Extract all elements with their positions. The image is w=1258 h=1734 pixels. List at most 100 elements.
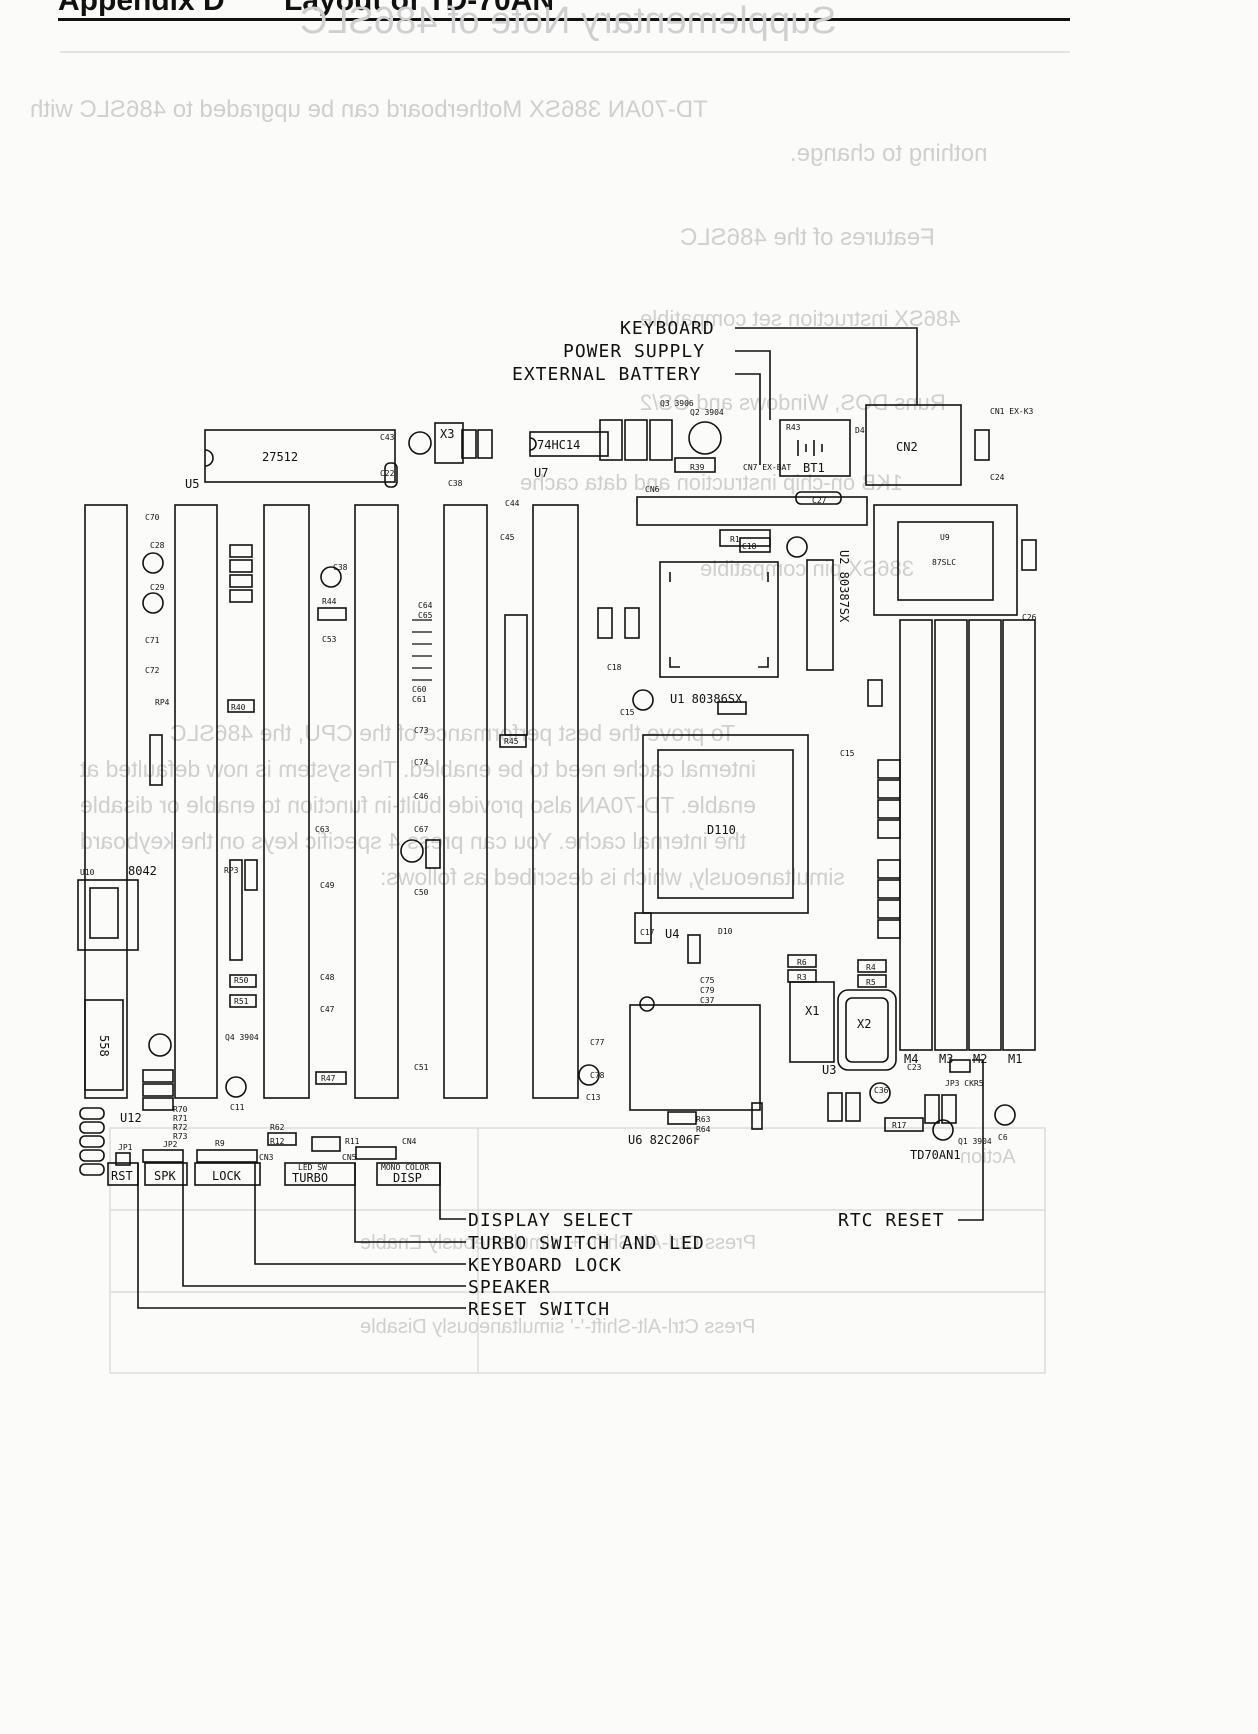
cn2-label: CN2 bbox=[896, 440, 918, 454]
page-title: Layout of TD-70AN bbox=[284, 0, 554, 17]
callout-keyboard: KEYBOARD bbox=[620, 318, 918, 405]
slot-3 bbox=[263, 504, 310, 1099]
chip-u9: U9 87SLC C26 C24 bbox=[873, 473, 1037, 622]
r70-label: R70 bbox=[173, 1105, 188, 1114]
u1-label: U1 80386SX bbox=[670, 692, 743, 706]
board-id: TD70AN1 bbox=[910, 1148, 961, 1162]
u9-part: 87SLC bbox=[932, 558, 956, 567]
c60-label: C60 bbox=[412, 685, 427, 694]
c77-label: C77 bbox=[590, 1038, 605, 1047]
u4-ref: U4 bbox=[665, 927, 679, 941]
d10-label: D10 bbox=[718, 927, 733, 936]
c43-label: C43 bbox=[380, 433, 395, 442]
r4-label: R4 bbox=[866, 963, 876, 972]
c29-label: C29 bbox=[150, 583, 165, 592]
slot-5 bbox=[443, 504, 488, 1099]
chip-u4: D110 U4 D10 C15 C15 C17 bbox=[620, 708, 855, 944]
c47-label: C47 bbox=[320, 1005, 335, 1014]
connector-cn2: CN2 CN1 EX-K3 bbox=[865, 404, 1034, 486]
chip-u7: 74HC14 U7 bbox=[529, 431, 609, 480]
c18-label-left: C18 bbox=[607, 663, 622, 672]
simm-sockets: M4 M3 M2 M1 bbox=[899, 619, 1036, 1066]
passives-center: C18 C77 C78 C75 C79 C37 C13 C27 C22 C36 bbox=[380, 469, 889, 1102]
header-rst: RST bbox=[111, 1169, 133, 1183]
chip-u12: 558 U12 bbox=[84, 999, 174, 1125]
callout-display-select-label: DISPLAY SELECT bbox=[468, 1210, 634, 1231]
r44-label: R44 bbox=[322, 597, 337, 606]
callout-keyboard-lock-label: KEYBOARD LOCK bbox=[468, 1255, 622, 1276]
c49-label: C49 bbox=[320, 881, 335, 890]
c53-label: C53 bbox=[322, 635, 337, 644]
c15-label-right: C15 bbox=[840, 749, 855, 758]
r11-label: R11 bbox=[345, 1137, 360, 1146]
header-disp: DISP bbox=[393, 1171, 422, 1185]
ghost-table-lines bbox=[60, 51, 1070, 1374]
c22-label: C22 bbox=[380, 469, 395, 478]
callout-reset-switch-label: RESET SWITCH bbox=[468, 1299, 610, 1320]
c48-label: C48 bbox=[320, 973, 335, 982]
c27-label: C27 bbox=[812, 496, 827, 505]
page-header: Appendix D Layout of TD-70AN bbox=[58, 0, 1070, 21]
x2-label: X2 bbox=[857, 1017, 871, 1031]
c15-label: C15 bbox=[620, 708, 635, 717]
q1-label: Q1 3904 bbox=[958, 1137, 992, 1146]
u4-part: D110 bbox=[707, 823, 736, 837]
r47-label: R47 bbox=[321, 1074, 336, 1083]
callout-keyboard-label: KEYBOARD bbox=[620, 318, 715, 339]
chip-u2: U2 80387SX R1 C18 bbox=[659, 529, 851, 678]
r17-label: R17 bbox=[892, 1121, 907, 1130]
callout-external-battery-label: EXTERNAL BATTERY bbox=[512, 364, 701, 385]
c45-label: C45 bbox=[500, 533, 515, 542]
u7-part: 74HC14 bbox=[537, 438, 580, 452]
r6-label: R6 bbox=[797, 958, 807, 967]
transistors-top: Q2 3904 Q3 3906 R39 R43 D4 bbox=[599, 399, 865, 473]
r73-label: R73 bbox=[173, 1132, 188, 1141]
q4-label: Q4 3904 bbox=[225, 1033, 259, 1042]
jp3-label: JP3 CKR5 bbox=[945, 1079, 984, 1088]
slot-1 bbox=[84, 504, 128, 1099]
header-lock: LOCK bbox=[212, 1169, 242, 1183]
r3-label: R3 bbox=[797, 973, 807, 982]
r9-label: R9 bbox=[215, 1139, 225, 1148]
r1-label: R1 bbox=[730, 535, 740, 544]
header-mono-color: MONO COLOR bbox=[381, 1163, 429, 1172]
crystals-x1-x2: X1 X2 U3 R6 R3 R4 R5 bbox=[787, 954, 897, 1077]
c50-label: C50 bbox=[414, 888, 429, 897]
slot-4 bbox=[354, 504, 399, 1099]
r63-label: R63 bbox=[696, 1115, 711, 1124]
r62-label: R62 bbox=[270, 1123, 285, 1132]
chip-u1: U1 80386SX bbox=[632, 689, 747, 715]
header-spk: SPK bbox=[154, 1169, 176, 1183]
simm-m1 bbox=[1002, 619, 1036, 1051]
jp1-label: JP1 bbox=[118, 1143, 133, 1152]
r51-label: R51 bbox=[234, 997, 249, 1006]
c36-label: C36 bbox=[874, 1086, 889, 1095]
c24-label: C24 bbox=[990, 473, 1005, 482]
cn6-label: CN6 bbox=[645, 485, 660, 494]
q2-label: Q2 3904 bbox=[690, 408, 724, 417]
c67-label: C67 bbox=[414, 825, 429, 834]
r43-label: R43 bbox=[786, 423, 801, 432]
c74-label: C74 bbox=[414, 758, 429, 767]
r72-label: R72 bbox=[173, 1123, 188, 1132]
chip-u10: U10 8042 bbox=[77, 864, 157, 951]
chip-u5: 27512 U5 bbox=[185, 429, 396, 491]
cn7-label: CN7 EX-BAT bbox=[743, 463, 791, 472]
c13-label: C13 bbox=[586, 1093, 601, 1102]
u10-part: 8042 bbox=[128, 864, 157, 878]
u10-ref: U10 bbox=[80, 868, 95, 877]
u9-ref: U9 bbox=[940, 533, 950, 542]
x3-label: X3 bbox=[440, 427, 454, 441]
c70-label: C70 bbox=[145, 513, 160, 522]
u6-label: U6 82C206F bbox=[628, 1133, 700, 1147]
c73-label: C73 bbox=[414, 726, 429, 735]
r50-label: R50 bbox=[234, 976, 249, 985]
d4-label: D4 bbox=[855, 426, 865, 435]
front-panel-headers: JP1 JP2 R9 R62 R12 R11 CN3 CN4 CN5 RST S… bbox=[107, 1123, 441, 1186]
cn1-label: CN1 EX-K3 bbox=[990, 407, 1034, 416]
u5-ref: U5 bbox=[185, 477, 199, 491]
label-m4: M4 bbox=[904, 1052, 918, 1066]
c23-label: C23 bbox=[907, 1063, 922, 1072]
c26-label: C26 bbox=[1022, 613, 1037, 622]
